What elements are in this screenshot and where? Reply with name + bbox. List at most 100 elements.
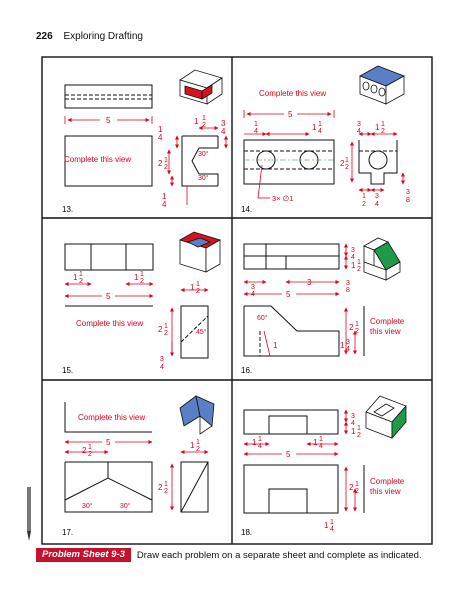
p18-h-whole: 2 [349,483,354,492]
problem-18-front-view [243,464,339,514]
p13-h-num: 1 [164,157,168,164]
p14-top2-num: 1 [381,121,385,128]
p16-note1: Complete [370,317,405,326]
p18-h-den: 2 [355,488,359,495]
p14-b2-den: 4 [375,201,379,208]
problem-15-top-view [64,243,154,271]
problem-17-front-view [64,461,153,513]
p14-h-den: 2 [345,164,349,171]
p17-left-whole: 2 [82,446,87,455]
p18-a-den: 4 [258,443,262,450]
problem-16-top-view [243,243,340,270]
p16-r1-num: 3 [351,247,355,254]
p18-a-num: 1 [258,436,262,443]
p15-b-num: 3 [160,356,164,363]
p13-dim-d-den: 4 [162,200,167,209]
p16-r2-num: 1 [357,259,361,266]
problem-15-side-view [180,305,209,359]
problem-18: 1 1 4 1 1 4 5 3 4 1 1 2 Complete this vi… [241,395,407,537]
p14-left-num: 1 [254,121,258,128]
p16-a-den: 4 [251,291,255,298]
p15-angle: 45° [196,328,207,336]
p15-left-whole: 1 [73,273,78,282]
p15-h-num: 1 [164,323,168,330]
p16-note2: this view [370,327,401,336]
p17-note: Complete this view [78,413,145,422]
p16-r2-whole: 1 [351,261,356,270]
p13-h-whole: 2 [158,159,163,168]
p14-mid-whole: 1 [312,123,317,132]
p17-side-den: 2 [196,446,200,453]
p18-r2-whole: 1 [351,427,356,436]
p18-b-whole: 1 [313,438,318,447]
page-header: 226 Exploring Drafting [36,31,143,42]
p13-dim-a-den: 4 [158,133,163,142]
p18-b-num: 1 [319,436,323,443]
p16-h-num: 1 [355,321,359,328]
p14-width: 5 [288,110,293,119]
p15-side-num: 1 [196,281,200,288]
problem-13-top-view [64,84,153,109]
p16-e-num: 3 [346,339,350,346]
p15-side-whole: 1 [190,283,195,292]
p16-h-whole: 2 [349,323,354,332]
p13-width: 5 [106,116,111,125]
p14-b3-num: 3 [406,189,410,196]
p17-h-whole: 2 [158,483,163,492]
p15-h-den: 2 [164,330,168,337]
p15-left-den: 2 [79,278,83,285]
problem-sheet-instruction: Draw each problem on a separate sheet an… [136,549,422,561]
p17-angle1: 30° [82,502,93,510]
problem-13-side-view [181,135,219,187]
p18-e-den: 4 [330,526,334,533]
problem-sheet-badge: Problem Sheet 9-3 [36,548,131,562]
p14-top2-den: 2 [381,128,385,135]
p16-d: 1 [273,341,278,350]
p18-r-num: 3 [351,413,355,420]
p14-mid-num: 1 [318,121,322,128]
problem-14-side-view [358,140,398,185]
problem-13-front-view [64,135,153,187]
problem-17-top-view [64,402,152,433]
problem-14-pictorial [359,65,405,105]
p17-angle2: 30° [120,502,131,510]
problem-14: Complete this view 5 1 4 1 1 4 3 4 1 1 2… [241,65,410,214]
p14-b3-den: 8 [406,197,410,204]
p14-note: Complete this view [259,89,326,98]
problem-14-dimensions [243,110,405,199]
p16-e-den: 4 [346,346,350,353]
problem-16-number: 16. [241,366,252,375]
p16-c-den: 8 [346,287,350,294]
p18-h-num: 1 [355,481,359,488]
p13-angle2: 30° [198,174,209,182]
p16-b: 3 [307,278,312,287]
problem-18-top-view [243,409,339,435]
p18-r2-num: 1 [357,425,361,432]
problem-18-dimensions [243,409,357,512]
p13-angle1: 30° [198,150,209,158]
p14-b2-num: 3 [375,193,379,200]
p18-b-den: 4 [319,443,323,450]
p14-left-den: 4 [254,128,258,135]
p18-e-whole: 1 [324,521,329,530]
p14-b1-num: 1 [362,193,366,200]
p16-r1-den: 4 [351,254,355,261]
problem-16-pictorial [363,237,401,281]
p13-dim-b-den: 2 [202,122,206,129]
p15-right-num: 1 [140,271,144,278]
p16-e-whole: 1 [340,341,345,350]
problem-17-side-view [180,461,209,513]
p13-dim-c-den: 4 [221,127,226,136]
problem-15: 1 1 2 1 1 2 5 1 1 2 Complete this view 2… [62,231,222,375]
p14-holes: 3× ∅1 [272,194,293,203]
p17-side-whole: 1 [190,441,195,450]
p18-e-num: 1 [330,519,334,526]
p14-top-den: 4 [357,128,361,135]
p15-right-whole: 1 [134,273,139,282]
p14-h-num: 1 [345,157,349,164]
problem-17-pictorial [179,395,215,435]
p14-top2-whole: 1 [375,123,380,132]
p13-dim-d: 1 [162,192,167,201]
p13-note: Complete this view [64,155,131,164]
problem-13: 5 Complete this view 1 4 1 1 2 3 4 30° 3… [62,69,228,214]
